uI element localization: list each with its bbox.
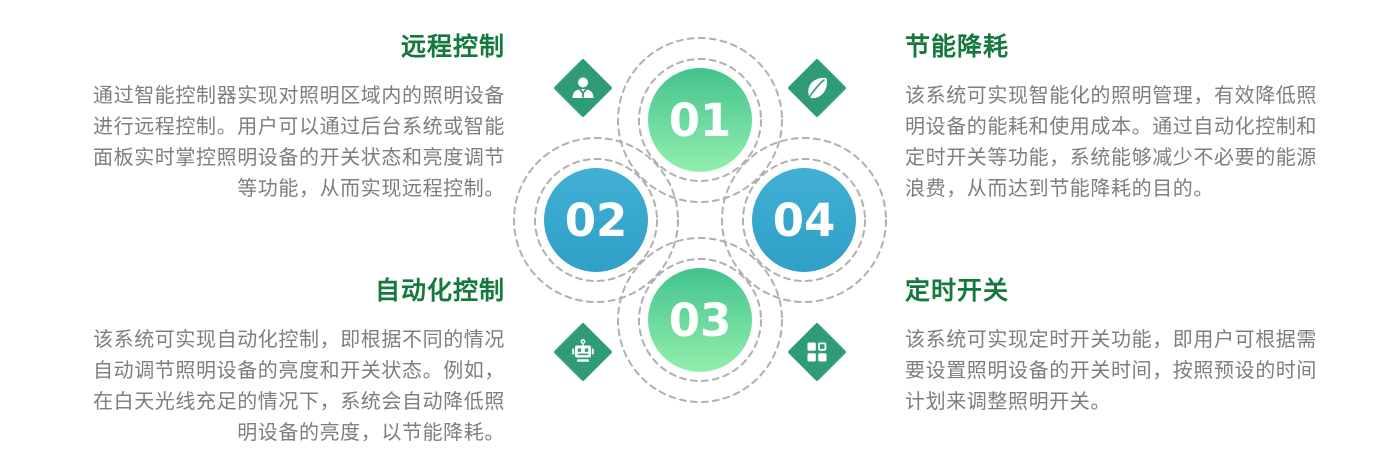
dashed-ring-outer-left <box>513 137 679 303</box>
number-label-01: 01 <box>669 94 732 147</box>
grid-icon <box>788 323 846 381</box>
dashed-ring-outer-right <box>721 137 887 303</box>
circle-02 <box>544 168 648 272</box>
feature-energy-saving: 节能降耗 该系统可实现智能化的照明管理，有效降低照明设备的能耗和使用成本。通过自… <box>905 33 1330 205</box>
businessman-icon <box>554 59 612 117</box>
feature-remote-control: 远程控制 通过智能控制器实现对照明区域内的照明设备进行远程控制。用户可以通过后台… <box>85 33 505 205</box>
feature-title: 节能降耗 <box>905 33 1010 61</box>
circle-03 <box>648 268 752 372</box>
dashed-ring-outer-bottom <box>617 237 783 403</box>
numbered-circles: 01 02 03 04 <box>544 68 856 372</box>
dashed-inner-rings <box>534 58 866 382</box>
dashed-ring-inner-left <box>534 158 658 282</box>
circle-01 <box>648 68 752 172</box>
feature-body: 该系统可实现自动化控制，即根据不同的情况自动调节照明设备的亮度和开关状态。例如，… <box>93 329 505 444</box>
feature-body: 通过智能控制器实现对照明区域内的照明设备进行远程控制。用户可以通过后台系统或智能… <box>93 85 505 200</box>
dashed-ring-outer-top <box>617 37 783 203</box>
feature-title: 定时开关 <box>905 277 1010 305</box>
feature-automation-control: 自动化控制 该系统可实现自动化控制，即根据不同的情况自动调节照明设备的亮度和开关… <box>85 277 505 449</box>
dashed-ring-inner-right <box>742 158 866 282</box>
robot-icon <box>554 323 612 381</box>
dashed-ring-inner-bottom <box>638 258 762 382</box>
leaf-icon <box>788 59 846 117</box>
number-label-03: 03 <box>669 294 732 347</box>
feature-title: 远程控制 <box>400 33 505 61</box>
number-label-02: 02 <box>565 194 628 247</box>
circle-04 <box>752 168 856 272</box>
feature-title: 自动化控制 <box>374 277 505 305</box>
dashed-ring-inner-top <box>638 58 762 182</box>
feature-body: 该系统可实现定时开关功能，即用户可根据需要设置照明设备的开关时间，按照预设的时间… <box>905 329 1317 413</box>
feature-timed-switch: 定时开关 该系统可实现定时开关功能，即用户可根据需要设置照明设备的开关时间，按照… <box>905 277 1330 418</box>
number-label-04: 04 <box>773 194 836 247</box>
dashed-outer-rings <box>513 37 887 403</box>
feature-body: 该系统可实现智能化的照明管理，有效降低照明设备的能耗和使用成本。通过自动化控制和… <box>905 85 1317 200</box>
